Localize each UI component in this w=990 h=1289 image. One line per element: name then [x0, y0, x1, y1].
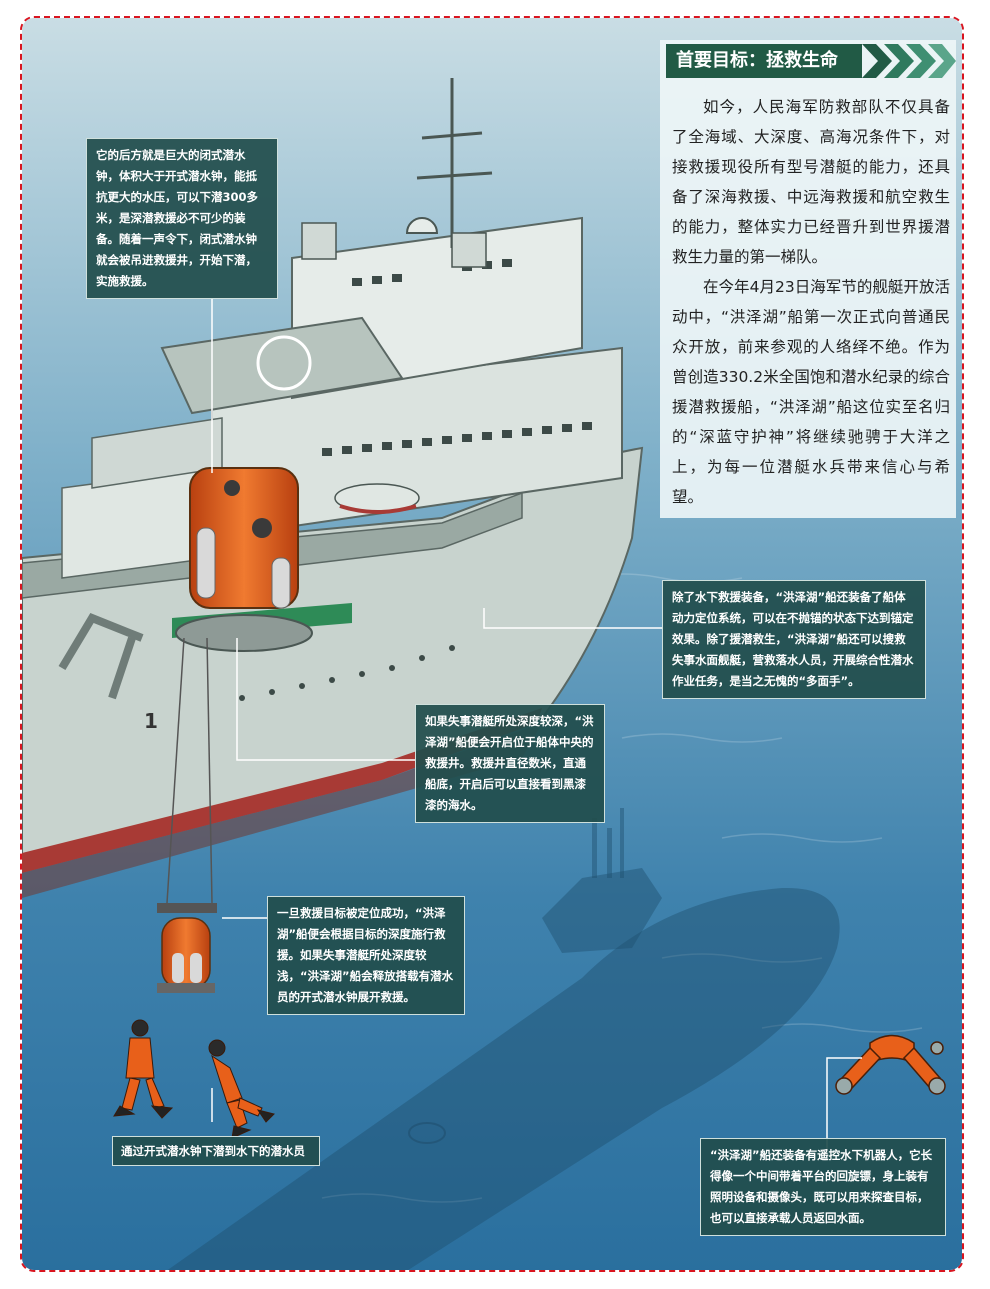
submarine-hatch — [408, 1122, 446, 1144]
callout-rov-text: “洪泽湖”船还装备有遥控水下机器人，它长得像一个中间带着平台的回旋镖，身上装有照… — [710, 1148, 933, 1225]
ship-mast — [416, 78, 493, 248]
diver-left — [113, 1019, 174, 1119]
deck-crane — [58, 613, 144, 700]
article-title: 首要目标：拯救生命 — [666, 44, 862, 78]
callout-open-bell-text: 一旦救援目标被定位成功，“洪泽湖”船便会根据目标的深度施行救援。如果失事潜艇所处… — [277, 906, 454, 1004]
hull-waterline — [22, 723, 542, 898]
article-title-bar: 首要目标：拯救生命 — [666, 44, 956, 78]
helicopter-deck — [160, 316, 404, 415]
ship: 1 — [22, 78, 644, 898]
article-paragraph-1: 如今，人民海军防救部队不仅具备了全海域、大深度、高海况条件下，对接救援现役所有型… — [672, 98, 950, 266]
helipad-mark — [256, 335, 312, 391]
callout-rov: “洪泽湖”船还装备有遥控水下机器人，它长得像一个中间带着平台的回旋镖，身上装有照… — [700, 1138, 946, 1236]
callout-closed-bell-text: 它的后方就是巨大的闭式潜水钟，体积大于开式潜水钟，能抵抗更大的水压，可以下潜30… — [96, 148, 259, 288]
hull-stripe — [22, 708, 542, 873]
callout-positioning-text: 除了水下救援装备，“洪泽湖”船还装备了船体动力定位系统，可以在不抛锚的状态下达到… — [672, 590, 914, 688]
callout-positioning: 除了水下救援装备，“洪泽湖”船还装备了船体动力定位系统，可以在不抛锚的状态下达到… — [662, 580, 926, 699]
open-diving-bell — [157, 903, 217, 993]
callout-closed-bell: 它的后方就是巨大的闭式潜水钟，体积大于开式潜水钟，能抵抗更大的水压，可以下潜30… — [86, 138, 278, 299]
closed-diving-bell — [175, 467, 313, 652]
funnel-right — [451, 232, 487, 268]
hull-portholes — [239, 645, 455, 701]
callout-moonpool-text: 如果失事潜艇所处深度较深，“洪泽湖”船便会开启位于船体中央的救援井。救援井直径数… — [425, 714, 594, 812]
callout-open-bell: 一旦救援目标被定位成功，“洪泽湖”船便会根据目标的深度施行救援。如果失事潜艇所处… — [267, 896, 465, 1015]
diver-right — [208, 1039, 275, 1139]
lifeboat-stripe — [339, 504, 417, 514]
callout-moonpool: 如果失事潜艇所处深度较深，“洪泽湖”船便会开启位于船体中央的救援井。救援井直径数… — [415, 704, 605, 823]
article-paragraph-2: 在今年4月23日海军节的舰艇开放活动中，“洪泽湖”船第一次正式向普通民众开放，前… — [672, 278, 950, 506]
submarine-silhouette — [167, 808, 840, 1270]
callout-divers: 通过开式潜水钟下潜到水下的潜水员 — [112, 1136, 320, 1166]
radar-dome — [405, 217, 439, 234]
page-frame: 1 — [20, 16, 964, 1272]
article-panel: 首要目标：拯救生命 如今，人民海军防救部队不仅具备了全海域、大深度、高海况条件下… — [660, 40, 956, 518]
hull-number-marker: 1 — [144, 709, 158, 733]
leader-lines — [211, 298, 862, 1150]
bell-cables — [166, 637, 213, 904]
callout-divers-text: 通过开式潜水钟下潜到水下的潜水员 — [121, 1144, 305, 1158]
title-stripes-decoration — [862, 44, 956, 78]
rov-robot — [835, 1034, 946, 1095]
article-body: 如今，人民海军防救部队不仅具备了全海域、大深度、高海况条件下，对接救援现役所有型… — [672, 92, 950, 512]
funnel-left — [301, 222, 337, 260]
